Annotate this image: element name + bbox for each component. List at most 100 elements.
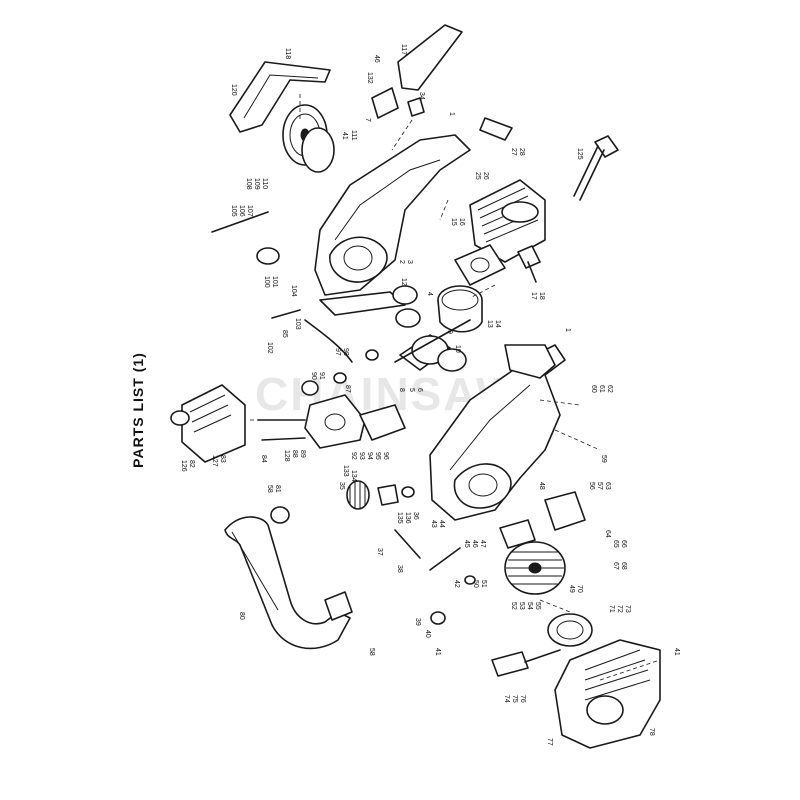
callout-107: 107 <box>246 205 253 217</box>
callout-60: 60 <box>590 385 597 393</box>
oil-tank-cap <box>499 519 536 549</box>
callout-35: 35 <box>338 482 345 490</box>
callout-43: 43 <box>430 520 437 528</box>
callout-52: 52 <box>510 602 517 610</box>
callout-95: 95 <box>374 452 381 460</box>
fuel-cap <box>346 480 370 510</box>
callout-80: 80 <box>238 612 245 620</box>
crankshaft <box>394 319 471 372</box>
callout-1a: 1 <box>448 112 455 116</box>
intake-parts <box>301 372 347 396</box>
callout-125: 125 <box>576 148 583 160</box>
callout-3: 3 <box>406 260 413 264</box>
callout-77: 77 <box>546 738 553 746</box>
callout-39: 39 <box>414 618 421 626</box>
callout-78: 78 <box>648 728 655 736</box>
callout-104: 104 <box>290 285 297 297</box>
callout-75: 75 <box>511 695 518 703</box>
callout-34: 34 <box>418 92 425 100</box>
callout-54: 54 <box>526 602 533 610</box>
callout-109: 109 <box>253 178 260 190</box>
bearings <box>392 285 421 328</box>
callout-101: 101 <box>271 276 278 288</box>
guide-bar-plate <box>229 61 331 133</box>
callout-84: 84 <box>260 455 267 463</box>
callout-15: 15 <box>450 218 457 226</box>
callout-89: 89 <box>299 450 306 458</box>
callout-111: 111 <box>350 130 357 141</box>
callout-41c: 41 <box>673 648 680 656</box>
callout-4: 4 <box>426 292 433 296</box>
callout-87: 87 <box>344 385 351 393</box>
flywheel <box>504 541 566 595</box>
clutch-drum <box>282 104 335 173</box>
callout-61: 61 <box>598 385 605 393</box>
ignition-module <box>544 491 586 531</box>
callout-2: 2 <box>398 260 405 264</box>
callout-5: 5 <box>408 388 415 392</box>
starter-pulley <box>547 613 593 647</box>
callout-70: 70 <box>576 585 583 593</box>
callout-58: 58 <box>266 485 273 493</box>
callout-103: 103 <box>294 318 301 330</box>
callout-40: 40 <box>424 630 431 638</box>
callout-57: 57 <box>596 482 603 490</box>
crankcase-lower <box>429 344 566 521</box>
callout-45: 45 <box>463 540 470 548</box>
guide-bar-tip <box>397 24 463 91</box>
handle-bolt <box>270 506 290 524</box>
air-filter-knob <box>170 410 190 426</box>
callout-8: 8 <box>398 388 405 392</box>
callout-90: 90 <box>310 372 317 380</box>
callout-7: 7 <box>364 118 371 122</box>
callout-132: 132 <box>366 72 373 84</box>
callout-labels: 120 118 46 117 132 34 1 7 41 111 27 28 1… <box>180 44 680 746</box>
callout-51: 51 <box>480 580 487 588</box>
callout-106: 106 <box>238 205 245 217</box>
callout-68: 68 <box>620 562 627 570</box>
fuel-filter <box>377 484 415 506</box>
callout-41b: 41 <box>434 648 441 656</box>
callout-76: 76 <box>519 695 526 703</box>
callout-64: 64 <box>604 530 611 538</box>
callout-14: 14 <box>494 320 501 328</box>
callout-63: 63 <box>604 482 611 490</box>
callout-13: 13 <box>486 320 493 328</box>
callout-136: 136 <box>404 512 411 524</box>
callout-92: 92 <box>350 452 357 460</box>
cylinder <box>469 179 546 263</box>
callout-55: 55 <box>534 602 541 610</box>
callout-56: 56 <box>588 482 595 490</box>
callout-120: 120 <box>230 84 237 96</box>
callout-135: 135 <box>396 512 403 524</box>
callout-118: 118 <box>284 48 291 59</box>
callout-44: 44 <box>438 520 445 528</box>
callout-27: 27 <box>510 148 517 156</box>
carburetor <box>257 394 406 449</box>
air-filter-cover <box>181 384 246 463</box>
crankcase-upper <box>314 134 471 316</box>
callout-17: 17 <box>530 292 537 300</box>
callout-47: 47 <box>479 540 486 548</box>
callout-117: 117 <box>400 44 407 55</box>
callout-85: 85 <box>281 330 288 338</box>
callout-41: 41 <box>341 132 348 140</box>
chain-tensioner <box>394 529 476 625</box>
starter-handle <box>491 649 561 677</box>
callout-83: 83 <box>219 455 226 463</box>
callout-50: 50 <box>472 580 479 588</box>
callout-94: 94 <box>366 452 373 460</box>
callout-10: 10 <box>454 345 461 353</box>
piston <box>437 285 483 333</box>
front-handle-bar <box>224 516 353 650</box>
callout-127: 127 <box>211 455 218 467</box>
callout-74: 74 <box>503 695 510 703</box>
leader-lines <box>250 94 661 681</box>
callout-53: 53 <box>518 602 525 610</box>
callout-82: 82 <box>188 460 195 468</box>
callout-48: 48 <box>538 482 545 490</box>
callout-65: 65 <box>612 540 619 548</box>
callout-38: 38 <box>396 565 403 573</box>
